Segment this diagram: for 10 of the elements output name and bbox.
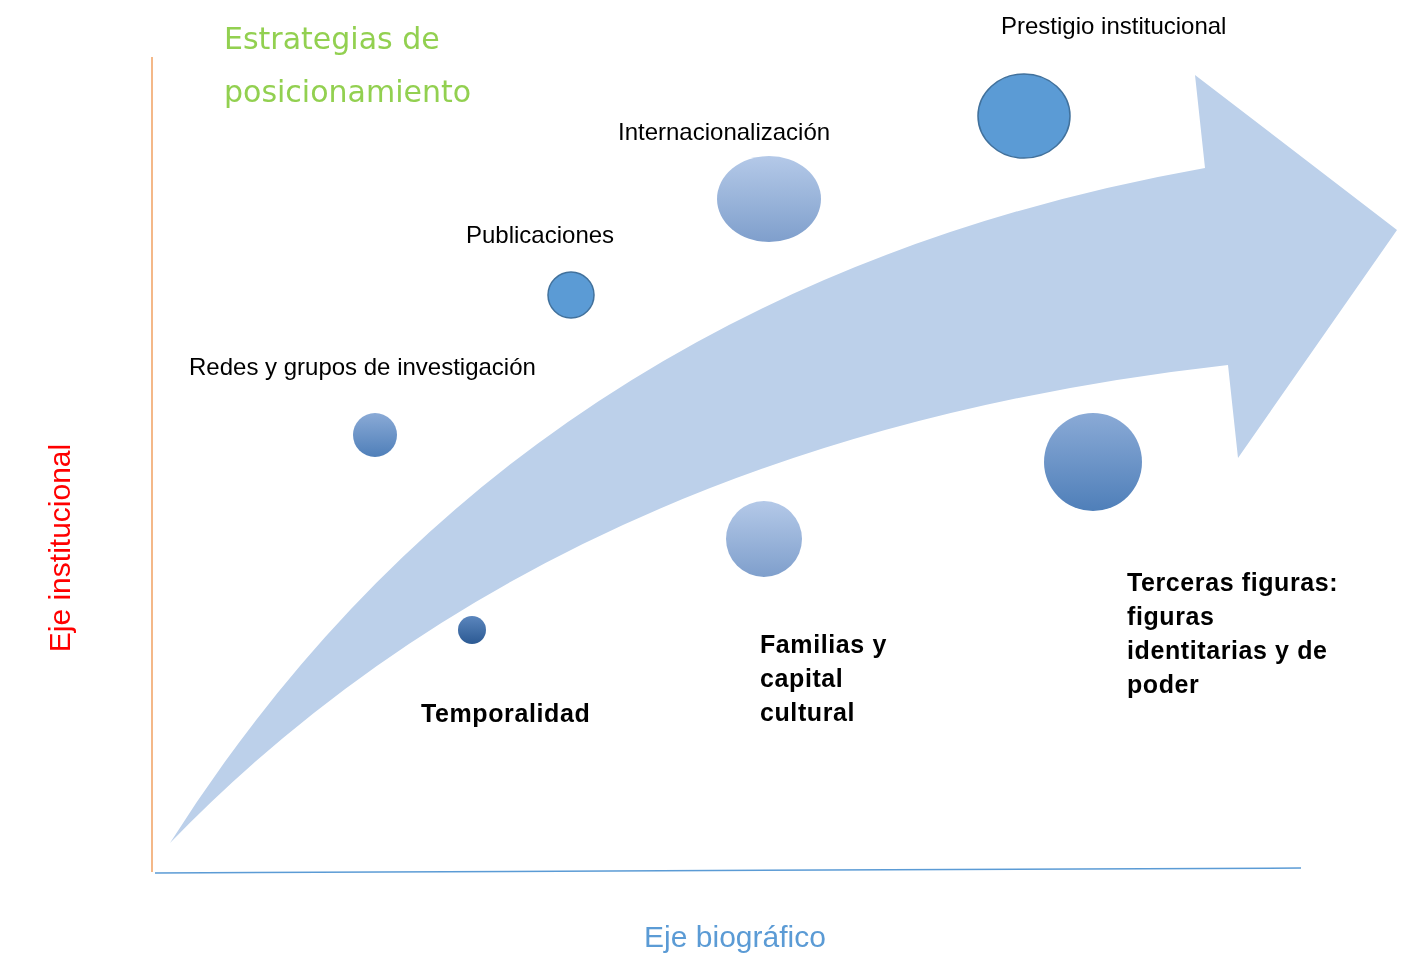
- circle-label: Internacionalización: [618, 117, 832, 147]
- circle-label: Redes y grupos de investigación: [189, 352, 537, 382]
- circle-label: Temporalidad: [421, 698, 592, 729]
- circle-label: Terceras figuras: figuras identitarias y de poder: [1127, 567, 1340, 700]
- circle-label: Publicaciones: [466, 220, 616, 250]
- heading: Estrategias de posicionamiento: [224, 20, 473, 111]
- axis-label: Eje institucional: [42, 442, 77, 655]
- circle-label: Familias y capital cultural: [760, 629, 888, 728]
- axis-label: Eje biográfico: [643, 920, 827, 954]
- circle-label: Prestigio institucional: [1001, 11, 1228, 41]
